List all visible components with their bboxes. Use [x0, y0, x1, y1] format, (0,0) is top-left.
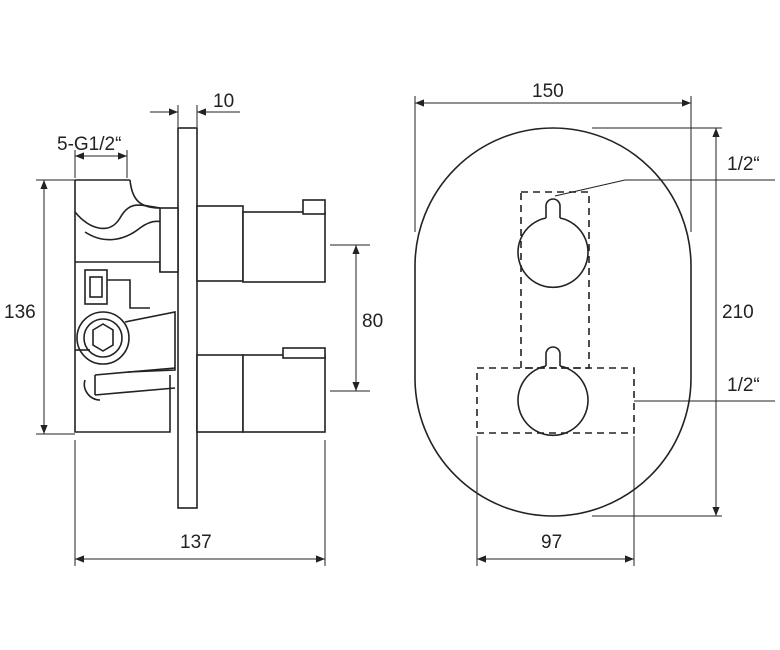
dim-width-label: 150 [532, 81, 564, 102]
dim-height: 136 [4, 179, 75, 435]
callout-bottom-label: 1/2“ [727, 375, 760, 396]
dim-depth: 137 [74, 440, 326, 566]
dim-handle-spacing: 80 [330, 244, 383, 392]
upper-handle [159, 199, 326, 283]
callout-top-label: 1/2“ [727, 154, 760, 175]
dim-plate-thickness-label: 10 [213, 91, 234, 112]
cover-plate [177, 127, 198, 509]
dim-plate-thickness: 10 [150, 91, 240, 127]
callout-bottom: 1/2“ [634, 375, 775, 402]
callout-top: 1/2“ [554, 154, 775, 197]
oval-cover-plate [414, 127, 692, 517]
dim-connection: 5-G1/2“ [57, 134, 128, 178]
side-view: 5-G1/2“ 10 136 80 137 [4, 91, 383, 566]
lower-port-outline [476, 367, 635, 434]
dim-connection-label: 5-G1/2“ [57, 134, 121, 155]
dim-width: 150 [414, 81, 692, 232]
lower-handle [196, 347, 326, 433]
dim-height-label: 136 [4, 302, 36, 323]
lower-knob [517, 346, 589, 437]
dim-front-height-label: 210 [722, 302, 754, 323]
dim-front-height: 210 [592, 127, 754, 517]
dim-port-spacing-label: 97 [541, 532, 562, 553]
dim-handle-spacing-label: 80 [362, 311, 383, 332]
dim-depth-label: 137 [180, 532, 212, 553]
front-view: 150 210 97 1/2“ 1/2“ [414, 81, 775, 566]
dim-port-spacing: 97 [476, 436, 635, 566]
upper-knob [517, 198, 589, 289]
